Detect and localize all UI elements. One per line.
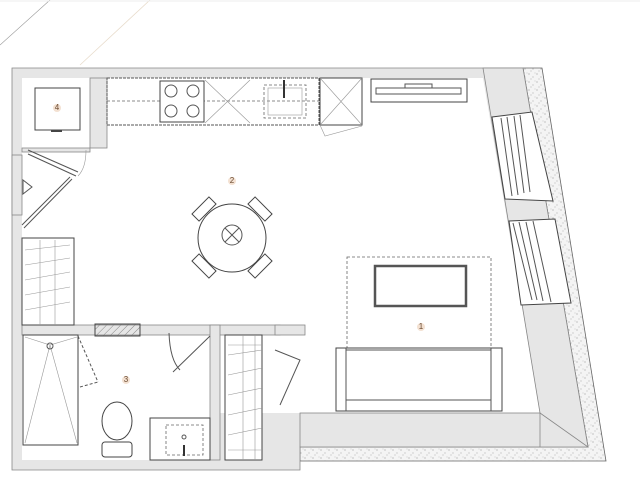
burner-icon	[186, 104, 200, 118]
sink-drain-icon	[181, 434, 187, 440]
room-label-marker	[417, 323, 425, 331]
entry-arrow-icon	[22, 178, 33, 196]
shower-drain-icon	[46, 342, 54, 350]
window-upper-panes	[500, 114, 531, 197]
sofa-cushions	[345, 348, 492, 411]
room-label-3: 3	[124, 375, 129, 384]
closet-door	[27, 149, 79, 177]
dining-chair	[191, 253, 217, 279]
room-label-2: 2	[230, 176, 235, 185]
fridge-x	[319, 77, 363, 126]
vanity	[149, 417, 211, 461]
bottom-wall	[299, 412, 541, 448]
wardrobe-left	[21, 237, 75, 326]
guide-line	[79, 0, 151, 66]
tv-console-outline	[370, 78, 468, 103]
burner-icon	[186, 84, 200, 98]
tv-stand	[404, 83, 433, 89]
burner-icon	[164, 84, 178, 98]
window-lower-panes	[512, 220, 552, 303]
wardrobe-left-outline	[21, 237, 75, 326]
room-label-marker	[122, 376, 130, 384]
guide-line	[0, 0, 51, 46]
dining-set	[191, 196, 273, 279]
kitchen-counter	[106, 77, 363, 137]
room-label-marker	[53, 104, 61, 112]
closet-bottom-wall	[21, 147, 91, 153]
wardrobe-top-wall	[274, 324, 306, 336]
wardrobe-door[interactable]	[274, 349, 301, 406]
bathroom	[22, 323, 211, 461]
coffee-table	[373, 264, 468, 308]
burner-icon	[164, 104, 178, 118]
sofa	[335, 347, 503, 412]
closet-door-swing	[77, 149, 87, 177]
dishwasher-x	[204, 79, 251, 124]
window-lower	[508, 218, 572, 306]
closet-wall	[89, 77, 108, 149]
room-label-4: 4	[55, 103, 60, 112]
tv-console	[370, 78, 468, 103]
shower	[22, 334, 79, 446]
bathroom-top-wall	[21, 324, 281, 336]
wardrobe-right	[224, 334, 301, 461]
toilet-tank	[101, 441, 133, 458]
pendant-light-icon	[221, 224, 243, 246]
fridge-door-swing	[319, 124, 363, 137]
toilet-bowl	[101, 401, 133, 441]
dining-chair	[247, 196, 273, 222]
dining-chair	[247, 253, 273, 279]
windows	[491, 111, 572, 306]
dining-chair	[191, 196, 217, 222]
wardrobe-left-hangers	[24, 240, 71, 325]
entry-door-leaf[interactable]	[21, 176, 73, 229]
living-area	[335, 256, 503, 412]
entry-opening	[11, 154, 23, 216]
counter-outline	[106, 77, 320, 126]
dining-table	[197, 203, 267, 273]
radiator	[94, 323, 141, 337]
entry-door[interactable]	[21, 176, 73, 229]
room-label-marker	[228, 177, 236, 185]
pendant-light-x	[224, 227, 240, 243]
wardrobe-right-outline	[224, 334, 263, 461]
wardrobe-right-hangers	[227, 335, 263, 460]
window-upper	[491, 111, 554, 202]
shower-door[interactable]	[77, 335, 99, 388]
bathroom-door[interactable]	[168, 332, 211, 373]
bathroom-side-wall	[209, 324, 221, 461]
room-label-1: 1	[419, 322, 424, 331]
shower-slope	[24, 336, 78, 444]
